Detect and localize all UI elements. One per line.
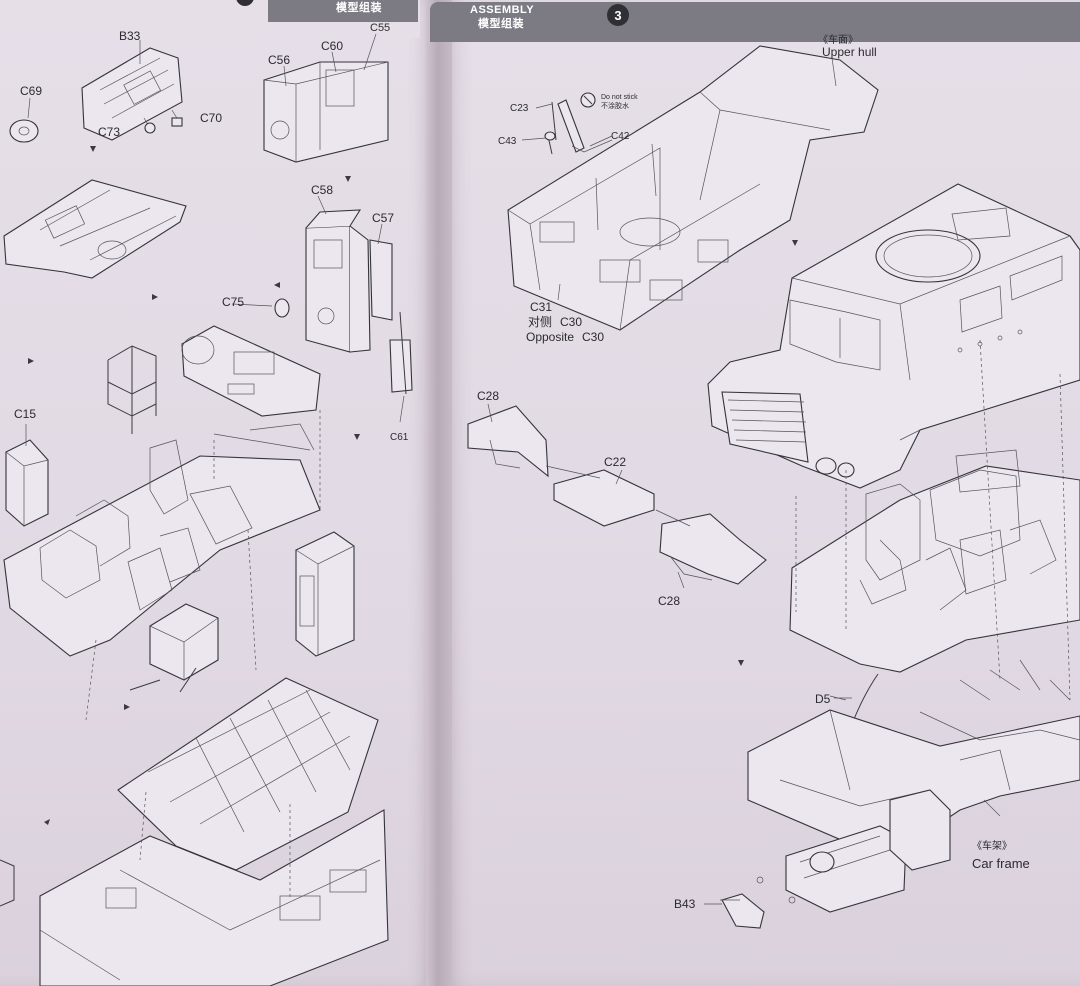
label-c73: C73 [98, 125, 121, 139]
label-c43: C43 [498, 136, 517, 147]
label-c42: C42 [611, 131, 630, 142]
car-frame-cn: 《车架》 [972, 841, 1012, 852]
left-step-badge [236, 0, 254, 6]
rack-frame [107, 345, 157, 434]
label-c75: C75 [222, 295, 245, 309]
label-c70: C70 [200, 111, 223, 125]
part-b33-panel [81, 47, 183, 141]
label-c15: C15 [14, 407, 37, 421]
label-c60: C60 [321, 39, 344, 53]
part-c56-c60-box [263, 61, 389, 163]
part-c15-box [5, 439, 49, 527]
label-c28-bottom: C28 [658, 594, 681, 608]
right-header-title-en: ASSEMBLY [470, 4, 535, 16]
book-gutter [426, 0, 452, 986]
label-opposite-en: Opposite [526, 330, 575, 344]
interior-floor-right [789, 449, 1080, 673]
label-c57: C57 [372, 211, 395, 225]
label-c56: C56 [268, 53, 291, 67]
right-header-title-cn: 模型组装 [478, 18, 524, 30]
side-storage-unit [295, 531, 355, 657]
label-c61: C61 [390, 432, 409, 443]
label-c31: C31 [530, 300, 553, 314]
label-b33: B33 [119, 29, 141, 43]
no-glue-cn: 不涂胶水 [601, 103, 629, 110]
label-c30: C30 [560, 315, 583, 329]
label-c22: C22 [604, 455, 627, 469]
under-floor-box [149, 603, 219, 681]
truck-upper-hull [707, 183, 1080, 489]
interior-floor-seats [3, 423, 321, 657]
left-header-band [268, 0, 418, 22]
car-frame-en: Car frame [972, 856, 1030, 871]
lower-hull-section [39, 809, 389, 986]
steering-wheel-c69 [9, 119, 39, 143]
label-opposite-cn: 对侧 [528, 315, 553, 329]
left-header-title: 模型组装 [336, 2, 382, 14]
label-c69: C69 [20, 84, 43, 98]
dashboard-assembly [3, 179, 187, 279]
label-d5: D5 [815, 692, 831, 706]
right-header-band [430, 2, 1080, 42]
upper-hull-en: Upper hull [822, 45, 877, 59]
part-c28-c22 [467, 405, 767, 585]
label-opposite-c30: C30 [582, 330, 605, 344]
dashboard-assembly-2 [181, 325, 321, 417]
upper-hull-shell [507, 45, 879, 331]
car-frame-assembly [720, 659, 1080, 929]
label-b43: B43 [674, 897, 696, 911]
label-c58: C58 [311, 183, 334, 197]
part-c58-c57-box [305, 209, 413, 395]
upper-hull-cn: 《车面》 [818, 35, 858, 46]
no-glue-en: Do not stick [601, 94, 638, 101]
step-number-badge: 3 [607, 4, 629, 26]
label-c23: C23 [510, 103, 529, 114]
label-c28-top: C28 [477, 389, 500, 403]
label-c55: C55 [370, 22, 391, 34]
